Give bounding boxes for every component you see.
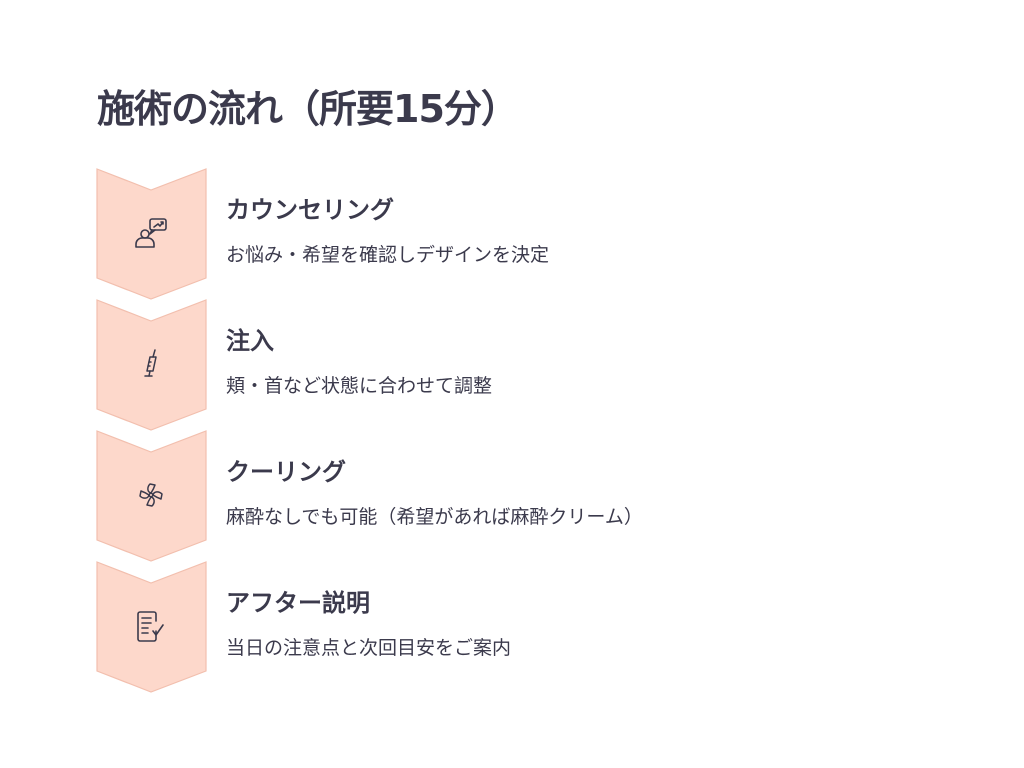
step-title: クーリング — [226, 458, 346, 486]
step-description: 頬・首など状態に合わせて調整 — [226, 375, 493, 397]
chevron-shape — [96, 168, 207, 300]
fan-icon — [139, 483, 163, 507]
consultation-icon — [135, 218, 167, 248]
chevron-shape — [96, 561, 207, 693]
step-aftercare: アフター説明 当日の注意点と次回目安をご案内 — [96, 561, 796, 693]
step-title: 注入 — [226, 327, 274, 355]
step-counseling: カウンセリング お悩み・希望を確認しデザインを決定 — [96, 168, 796, 300]
step-description: 当日の注意点と次回目安をご案内 — [226, 637, 512, 659]
chevron-shape — [96, 299, 207, 431]
step-title: アフター説明 — [226, 589, 370, 617]
step-injection: 注入 頬・首など状態に合わせて調整 — [96, 299, 796, 431]
step-cooling: クーリング 麻酔なしでも可能（希望があれば麻酔クリーム） — [96, 430, 796, 562]
step-description: 麻酔なしでも可能（希望があれば麻酔クリーム） — [226, 506, 643, 528]
syringe-icon — [144, 349, 157, 377]
page-title: 施術の流れ（所要15分） — [97, 87, 519, 131]
step-description: お悩み・希望を確認しデザインを決定 — [226, 244, 550, 266]
step-title: カウンセリング — [226, 196, 394, 224]
checklist-icon — [137, 611, 164, 642]
